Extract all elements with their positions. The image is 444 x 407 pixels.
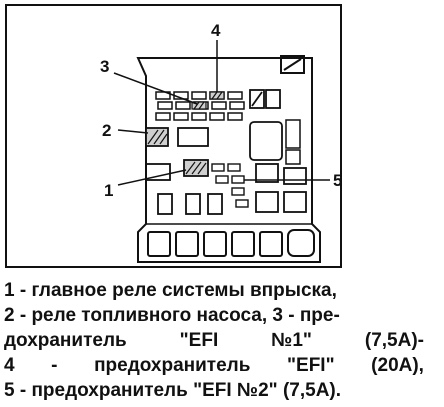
caption-line-2: 2 - реле топливного насоса, 3 - пре- [4, 305, 340, 326]
callout-4: 4 [211, 21, 221, 40]
caption: 1 - главное реле системы впрыска, 2 - ре… [4, 278, 424, 403]
callout-1: 1 [104, 181, 113, 200]
lid-icon [280, 55, 305, 74]
callout-3: 3 [100, 57, 109, 76]
relay-2 [145, 127, 169, 147]
leader-lines [113, 40, 330, 186]
diagram-frame [5, 4, 342, 268]
callout-2: 2 [102, 121, 111, 140]
relay-1 [183, 159, 209, 177]
caption-line-5: 5 - предохранитель "EFI №2" (7,5A). [4, 380, 342, 401]
caption-line-1: 1 - главное реле системы впрыска, [4, 280, 337, 301]
callout-5: 5 [333, 171, 342, 190]
fuse-box-outline [136, 57, 321, 263]
connector-row [147, 229, 315, 257]
caption-line-4: 4-предохранитель"EFI"(20A), [4, 355, 424, 376]
small-fuses [211, 163, 249, 208]
